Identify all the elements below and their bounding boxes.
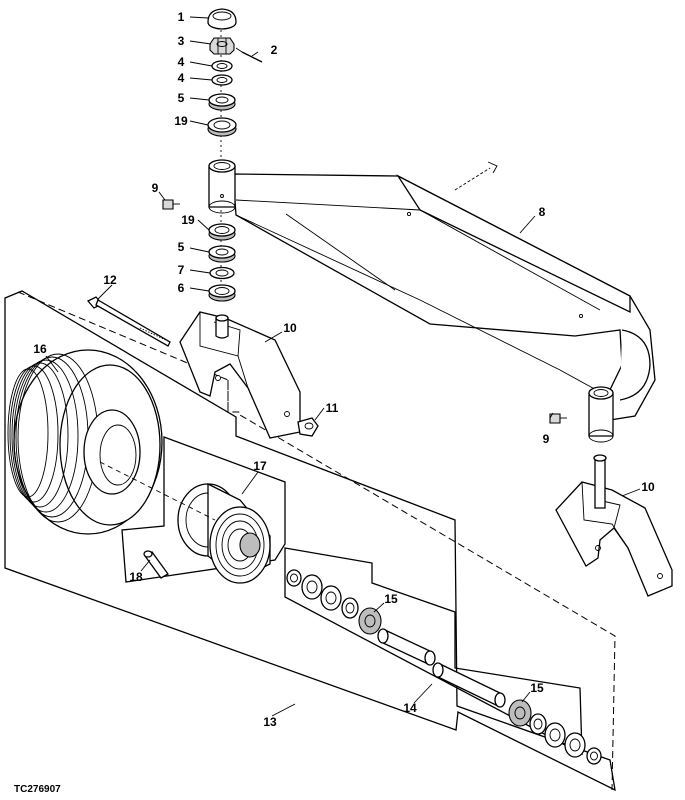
- dust-cap-part: [207, 8, 237, 30]
- bearing-cone-part-upper: [208, 93, 236, 111]
- bearing-kit-upper: [286, 569, 382, 635]
- lock-nut-part: [297, 417, 319, 437]
- caster-fork-part-right: [555, 454, 673, 597]
- bearing-kit-lower: [508, 699, 602, 765]
- callout-7: 7: [178, 263, 185, 277]
- grease-fitting-part-right: [549, 413, 567, 424]
- callout-labels: 1 2 3 4 4 5 19 9 19 5 7 6 8 12 10 16 11 …: [33, 10, 655, 729]
- callout-14: 14: [403, 701, 417, 715]
- grease-fitting-part-left: [162, 199, 180, 210]
- group-outline-rim: [121, 436, 286, 583]
- callout-17: 17: [253, 459, 267, 473]
- washer-part-1: [211, 60, 233, 72]
- callout-11: 11: [326, 401, 339, 415]
- callout-6: 6: [178, 281, 185, 295]
- leader-lines: [45, 16, 641, 717]
- bearing-cup-part-upper: [207, 117, 237, 137]
- callout-1: 1: [178, 10, 185, 24]
- callout-4a: 4: [178, 55, 185, 69]
- callout-19a: 19: [174, 114, 188, 128]
- callout-5b: 5: [178, 240, 185, 254]
- callout-9b: 9: [543, 432, 550, 446]
- arm-pivot-tube-left: [208, 159, 236, 214]
- spacer-tube-part-1: [377, 628, 436, 666]
- callout-3: 3: [178, 34, 185, 48]
- figure-id: TC276907: [14, 784, 61, 795]
- seal-part: [208, 284, 236, 302]
- bolt-part: [86, 296, 171, 347]
- callout-10b: 10: [641, 480, 655, 494]
- callout-15b: 15: [530, 681, 544, 695]
- group-outline-bearing-kit: [284, 547, 583, 756]
- callout-15a: 15: [384, 592, 398, 606]
- caster-fork-part-left: [179, 311, 301, 439]
- callout-5a: 5: [178, 91, 185, 105]
- rim-part: [99, 461, 271, 584]
- arm-pivot-tube-right: [588, 386, 614, 443]
- callout-12: 12: [103, 273, 117, 287]
- caster-arm-part: [232, 161, 656, 421]
- callout-10a: 10: [283, 321, 297, 335]
- bearing-cone-part-lower: [208, 245, 236, 263]
- spacer-part: [209, 266, 235, 280]
- castle-nut-part: [209, 37, 235, 55]
- callout-9a: 9: [152, 181, 159, 195]
- tire-part: [7, 349, 163, 535]
- callout-13: 13: [263, 715, 277, 729]
- callout-4b: 4: [178, 71, 185, 85]
- callout-18: 18: [129, 570, 143, 584]
- washer-part-2: [211, 74, 233, 86]
- callout-8: 8: [539, 205, 546, 219]
- spacer-tube-part-2: [432, 662, 506, 708]
- cotter-pin-part: [235, 47, 263, 63]
- callout-19b: 19: [181, 213, 195, 227]
- group-outline-dashed-wheel: [17, 291, 616, 791]
- bearing-cup-part-lower: [208, 223, 236, 241]
- valve-stem-part: [143, 550, 169, 579]
- callout-16: 16: [33, 342, 47, 356]
- callout-2: 2: [271, 43, 278, 57]
